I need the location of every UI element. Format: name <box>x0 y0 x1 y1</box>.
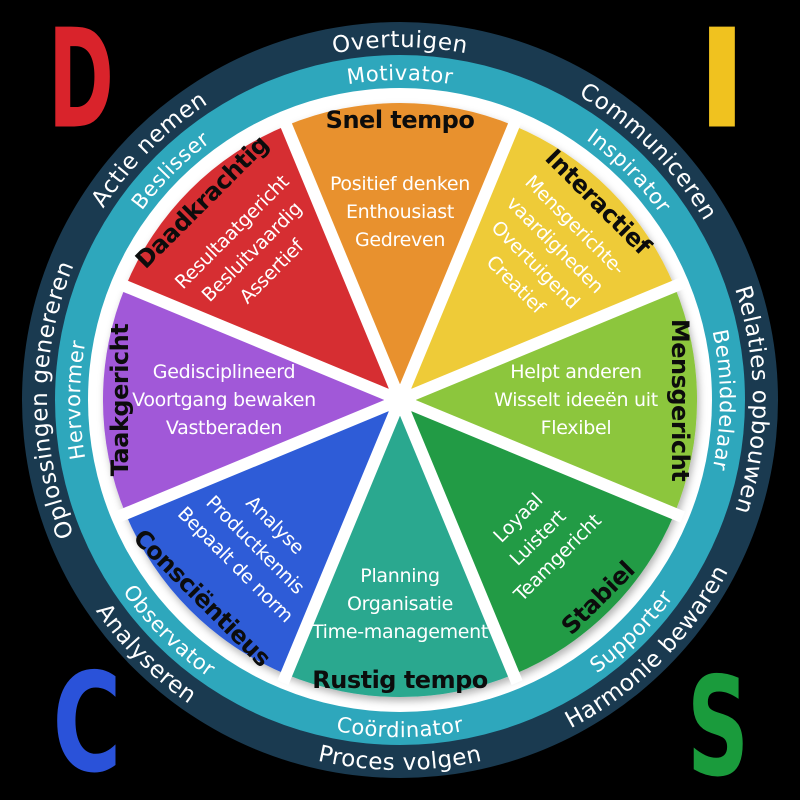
wedge-line: Vastberaden <box>166 417 282 439</box>
wedge-title-rustig-tempo: Rustig tempo <box>312 666 488 694</box>
wedge-rustig-tempo <box>286 400 514 698</box>
wedge-interactief <box>400 125 675 400</box>
wedge-lines-rustig-tempo: Planning Organisatie Time-management <box>311 565 488 643</box>
wedge-line: Organisatie <box>347 593 453 615</box>
corner-letter-d: D <box>48 1 114 160</box>
wedge-lines-taakgericht: Gedisciplineerd Voortgang bewaken Vastbe… <box>132 361 316 439</box>
wedge-line: Enthousiast <box>346 201 454 223</box>
wedge-lines-mensgericht: Helpt anderen Wisselt ideeën uit Flexibe… <box>494 361 658 439</box>
wedge-separators <box>115 115 685 685</box>
corner-letter-i: I <box>697 1 748 160</box>
wedge-line: Time-management <box>311 621 488 643</box>
wedge-conscientieus <box>125 400 400 675</box>
wedge-line: Gedisciplineerd <box>153 361 295 383</box>
wedge-line: Helpt anderen <box>510 361 641 383</box>
wedge-line: Positief denken <box>330 173 470 195</box>
wedge-title-taakgericht: Taakgericht <box>106 324 134 476</box>
inner-ring-label-left: Hervormer <box>61 338 90 461</box>
corner-letter-c: C <box>53 645 122 800</box>
wedge-line: Flexibel <box>541 417 612 439</box>
corner-letter-s: S <box>687 649 749 800</box>
wedge-title-snel-tempo: Snel tempo <box>326 106 475 134</box>
wedges-group <box>102 102 698 698</box>
wedge-line: Wisselt ideeën uit <box>494 389 658 411</box>
wedge-snel-tempo <box>286 102 514 401</box>
wedge-stabiel <box>400 400 675 675</box>
wedge-daadkrachtig <box>125 125 400 400</box>
inner-ring-label-top: Motivator <box>345 61 455 89</box>
wedge-line: Gedreven <box>355 229 445 251</box>
wheel-hub <box>384 384 416 416</box>
wedge-line: Voortgang bewaken <box>132 389 316 411</box>
wedge-lines-snel-tempo: Positief denken Enthousiast Gedreven <box>330 173 470 251</box>
wedge-title-mensgericht: Mensgericht <box>666 319 694 481</box>
wedge-mensgericht <box>400 286 698 514</box>
wedge-taakgericht <box>102 286 400 514</box>
wedge-line: Planning <box>360 565 439 587</box>
